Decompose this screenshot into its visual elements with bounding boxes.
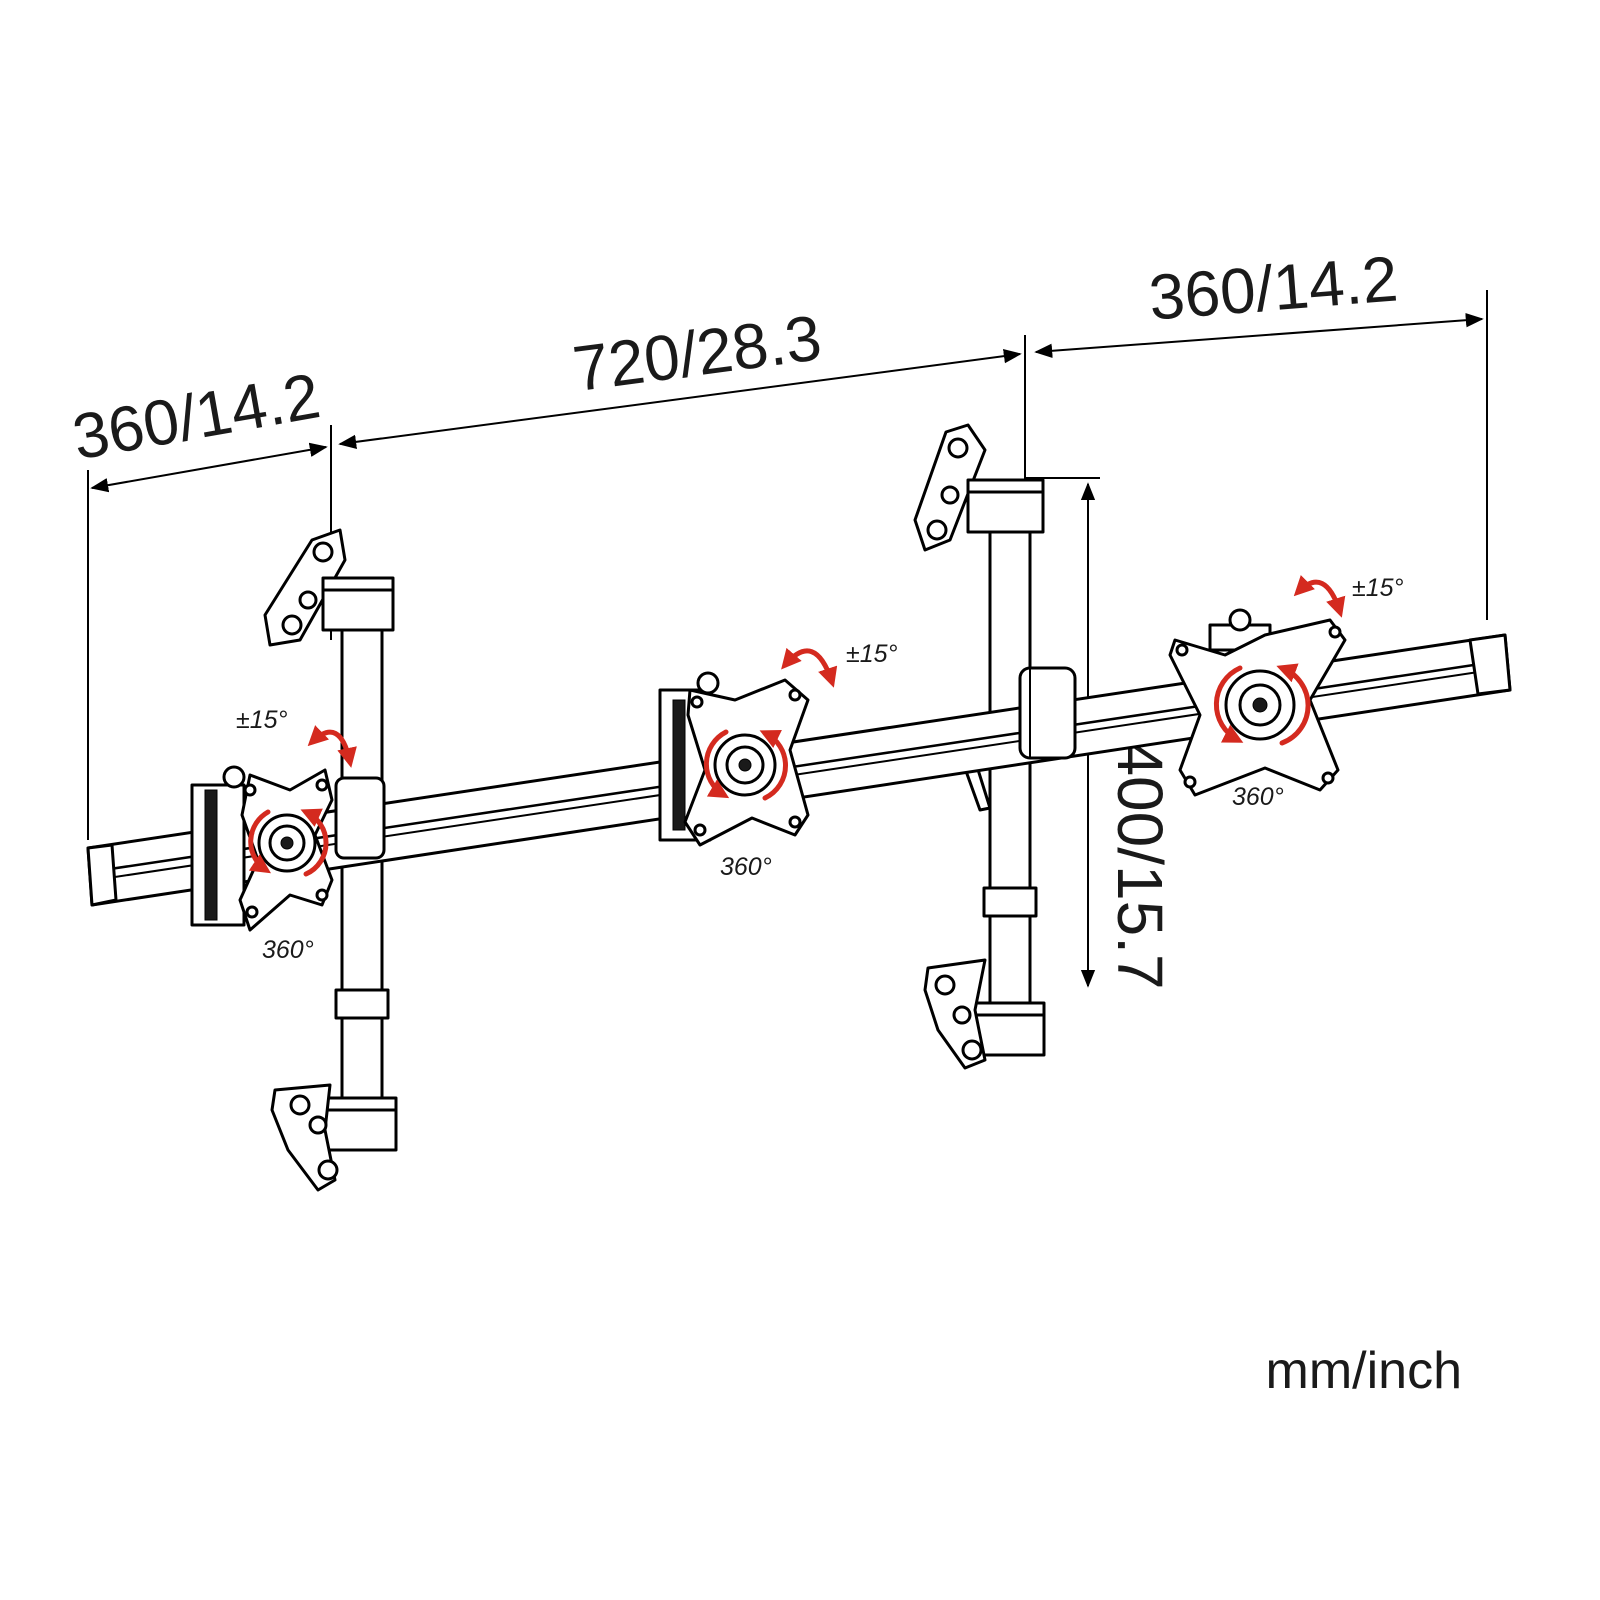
right-tilt-label: ±15° xyxy=(1352,574,1404,602)
right-pole xyxy=(988,530,1032,1014)
center-vesa-mount xyxy=(658,647,838,847)
left-bottom-clamp xyxy=(318,1103,398,1152)
height-label: 400/15.7 xyxy=(1104,740,1176,989)
center-swivel-arrow-right xyxy=(759,730,788,801)
units-label: mm/inch xyxy=(1266,1342,1462,1400)
center-rotation-label: 360° xyxy=(720,853,772,881)
center-tilt-label: ±15° xyxy=(846,640,898,668)
left-tilt-label: ±15° xyxy=(236,706,288,734)
left-mount-carriage xyxy=(190,783,246,927)
middle-span-dimension-arrow xyxy=(338,348,1022,450)
left-rotation-label: 360° xyxy=(262,936,314,964)
left-tilt-arrow xyxy=(307,725,357,768)
left-bottom-wall-plate xyxy=(270,1083,337,1192)
right-vesa-mount xyxy=(1168,575,1347,797)
crossbar-left-pole-junction xyxy=(334,776,386,860)
left-span-label: 360/14.2 xyxy=(67,359,325,473)
right-span-dimension-arrow xyxy=(1034,313,1484,358)
center-tilt-arrow xyxy=(781,647,838,688)
crossbar-left-end-cap xyxy=(86,843,118,907)
crossbar-pole-junction xyxy=(1018,666,1077,760)
right-tilt-arrow xyxy=(1293,575,1346,618)
crossbar-right-end-cap xyxy=(1468,633,1512,696)
middle-span-label: 720/28.3 xyxy=(569,301,825,405)
left-swivel-arrow-right xyxy=(300,808,329,877)
left-span-dimension-arrow xyxy=(90,442,328,493)
right-span-label: 360/14.2 xyxy=(1146,242,1400,333)
left-top-clamp xyxy=(321,583,395,632)
left-swivel-arrow-left xyxy=(248,809,272,874)
right-rotation-label: 360° xyxy=(1232,783,1284,811)
left-pole-collar xyxy=(334,988,390,1020)
left-vesa-mount xyxy=(190,725,357,932)
right-pole-assembly xyxy=(913,423,1046,1070)
center-swivel-arrow-left xyxy=(703,729,730,799)
right-top-clamp xyxy=(966,485,1045,534)
right-swivel-arrow-right xyxy=(1276,663,1311,746)
right-pole-collar xyxy=(982,886,1038,918)
right-swivel-arrow-left xyxy=(1213,665,1244,743)
